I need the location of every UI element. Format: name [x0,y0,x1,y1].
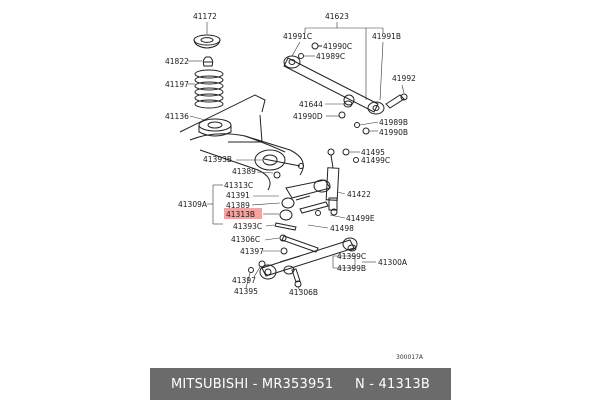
nut-41495 [342,148,350,156]
washer-41989c [298,53,304,59]
label-41136: 41136 [165,112,189,121]
label-41991b: 41991B [372,32,401,41]
label-41393b: 41393B [203,155,232,164]
diagram-reference-code: 300017A [396,354,424,361]
label-41397b: 41397 [232,276,256,285]
label-41391: 41391 [226,191,250,200]
label-41172: 41172 [193,12,217,21]
lower-arm-41300a [259,237,358,280]
label-41399b: 41399B [337,264,366,273]
label-41393c: 41393C [233,222,262,231]
label-41499e: 41499E [346,214,375,223]
label-41197: 41197 [165,80,189,89]
coil-spring-41197 [194,69,224,109]
label-41990d: 41990D [293,112,323,121]
label-41990c: 41990C [323,42,352,51]
label-41498: 41498 [330,224,354,233]
label-41389b: 41389 [226,201,250,210]
label-41989b: 41989B [379,118,408,127]
label-41422: 41422 [347,190,371,199]
trailing-arm-upper [281,179,331,209]
spring-seat-41172 [193,34,221,49]
label-41989c: 41989C [316,52,345,61]
bolt-41393b [263,158,304,169]
label-41395: 41395 [234,287,258,296]
nut-41397b [258,260,266,268]
bushing-41644 [343,100,353,108]
label-41397a: 41397 [240,247,264,256]
washer-41395 [248,267,254,273]
label-41992: 41992 [392,74,416,83]
part-labels: 41172 41623 41991C 41991B 41990C 41989C … [165,12,416,297]
bushing-41313b [279,209,293,221]
bump-stopper-41822 [202,56,214,67]
bushing-41399c [347,244,357,252]
washer-41499c [353,157,359,163]
label-41313c: 41313C [224,181,253,190]
label-41499c: 41499C [361,156,390,165]
part-number-banner: MITSUBISHI - MR353951 N - 41313B [150,368,451,400]
label-41991c: 41991C [283,32,312,41]
nut-41397a [280,247,288,255]
bolt-41393c [274,222,297,231]
label-41300a: 41300A [378,258,408,267]
lateral-rod-41623 [283,55,385,115]
bolt-41990c [311,42,322,50]
label-41306c: 41306C [231,235,260,244]
spring-seat-41136 [198,118,232,137]
label-41495: 41495 [361,148,385,157]
nut-41990b [362,127,370,135]
bolt-41306c [279,234,319,253]
label-41990b: 41990B [379,128,408,137]
label-41623: 41623 [325,12,349,21]
label-41822: 41822 [165,57,189,66]
axle-housing [179,94,304,191]
label-41306b: 41306B [289,288,318,297]
label-41389a: 41389 [232,167,256,176]
washer-41499e [315,210,321,216]
nut-41990d [338,111,346,119]
bolt-41498 [299,201,329,214]
highlight-box [224,208,262,219]
part-number-text: MITSUBISHI - MR353951 N - 41313B [170,376,431,392]
label-41644: 41644 [299,100,323,109]
label-41309a: 41309A [178,200,208,209]
nut-41389 [273,171,281,179]
washer-41989b [354,122,360,128]
label-41313b: 41313B [226,210,255,219]
label-41399c: 41399C [337,252,366,261]
bolt-41992 [385,93,408,109]
